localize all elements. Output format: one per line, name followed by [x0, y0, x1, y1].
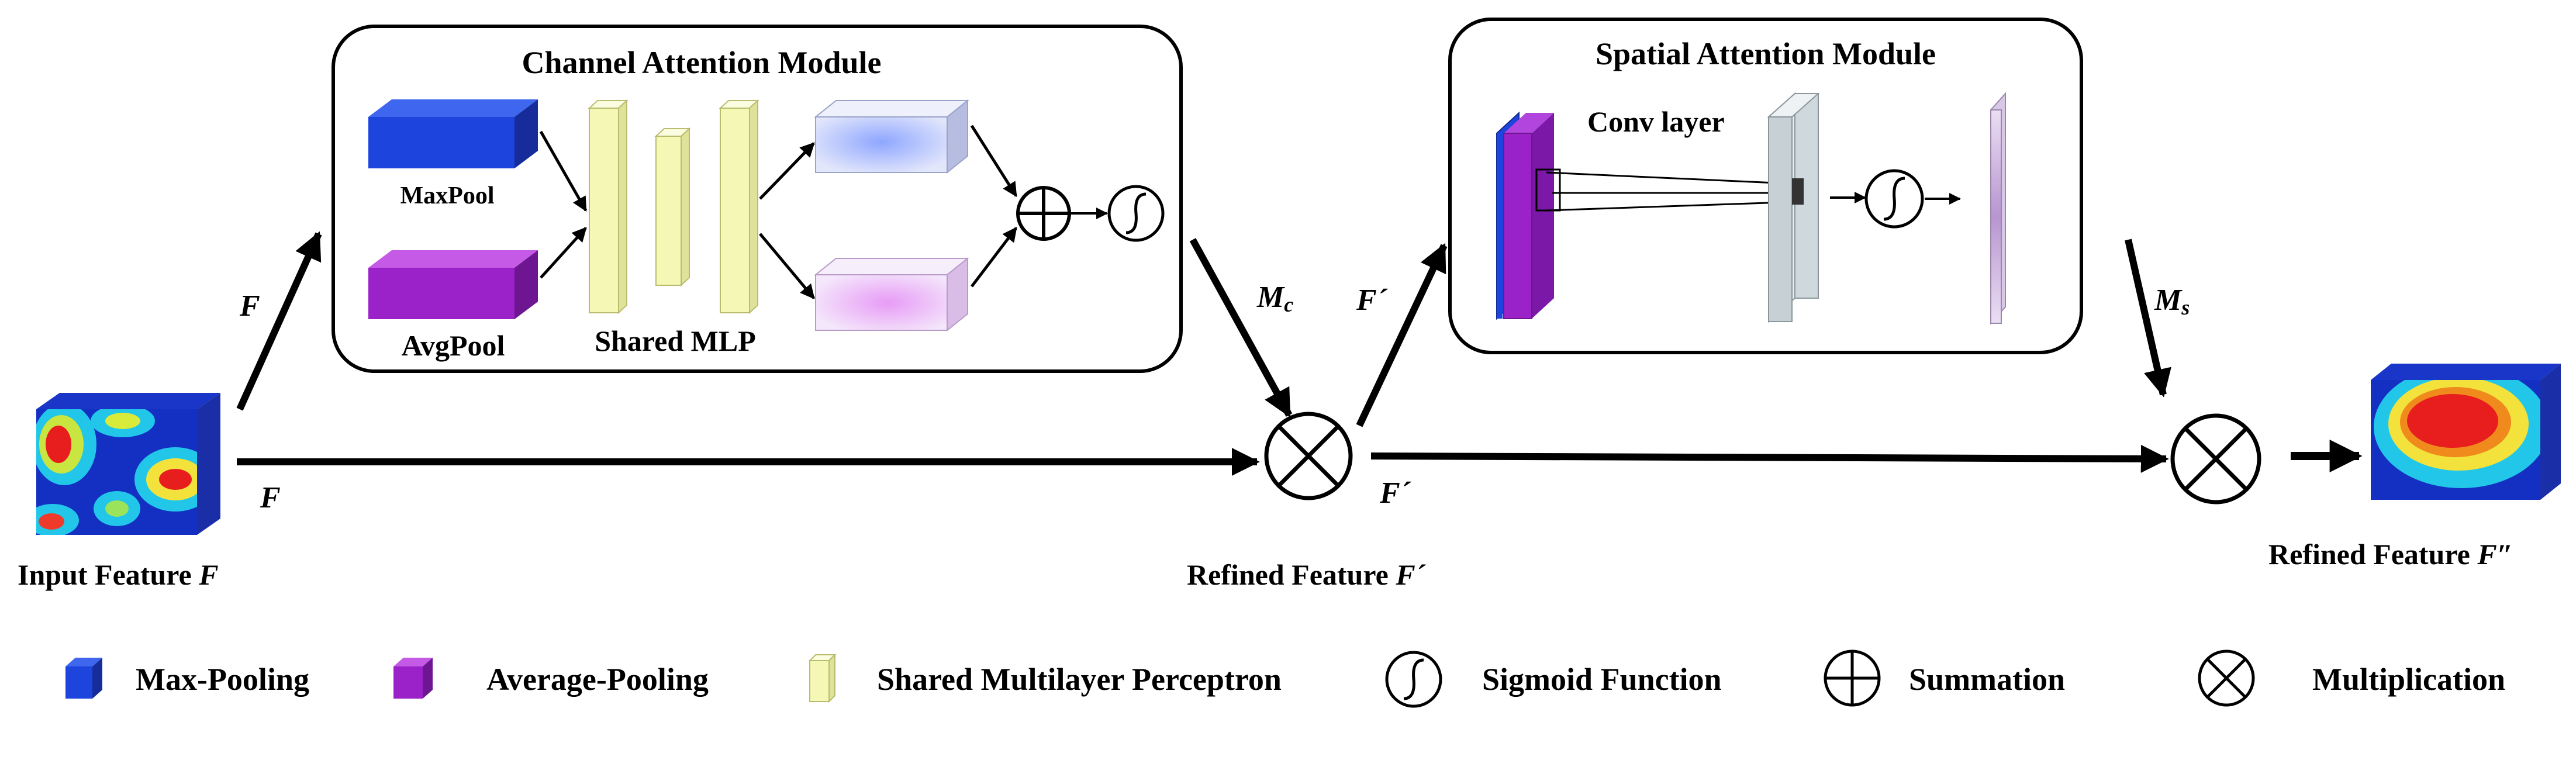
arrow-f-main-label: F: [260, 481, 281, 514]
mlp-layer-1: [588, 99, 629, 315]
maxpool-cube: [368, 99, 538, 168]
arrow-avgpool-to-mlp: [540, 227, 587, 279]
arrow-fp-main-label: F´: [1379, 476, 1411, 510]
channel-attention-module-box: [332, 25, 1183, 373]
legend-average-pooling-label: Average-Pooling: [486, 662, 709, 697]
arrow-ms: [2125, 239, 2171, 398]
maxpool-label: MaxPool: [400, 182, 495, 209]
output-feature-map: [2371, 364, 2561, 500]
arrow-mc: [1189, 238, 1293, 418]
mlp-layer-2: [654, 127, 691, 287]
arrow-to-spatial-module: [1356, 243, 1448, 427]
legend-sigmoid-icon: [1385, 651, 1442, 708]
legend-multiplication-label: Multiplication: [2312, 662, 2505, 697]
avgpool-cube: [368, 250, 538, 319]
refined-feature-1-label: Refined Feature F´: [1187, 558, 1427, 591]
legend-average-pooling-icon: [393, 658, 433, 699]
summation-node: [1016, 186, 1071, 241]
legend: Max-Pooling Average-Pooling Shared Multi…: [65, 649, 2505, 708]
legend-multiplication-icon: [2198, 649, 2255, 707]
arrow-mlp-to-max-out: [759, 142, 815, 200]
avgpool-label: AvgPool: [402, 329, 505, 362]
legend-mlp-label: Shared Multilayer Perceptron: [877, 662, 1282, 697]
input-feature-map: [36, 393, 220, 535]
legend-max-pooling-icon: [65, 658, 102, 699]
conv-projection-lines: [1546, 171, 1802, 212]
arrow-fp-up-label: F´: [1356, 284, 1388, 317]
input-feature-label: Input Feature F: [18, 558, 219, 591]
max-branch-output-cube: [814, 99, 969, 174]
arrow-max-out-to-sum: [970, 125, 1018, 198]
arrow-maxpool-to-mlp: [539, 130, 588, 212]
legend-mlp-icon: [808, 653, 837, 703]
multiply-node-2: [2170, 413, 2261, 505]
arrow-avg-out-to-sum: [971, 227, 1017, 288]
spatial-attention-module-box: [1448, 18, 2083, 354]
legend-summation-icon: [1824, 649, 1881, 707]
legend-summation-label: Summation: [1909, 662, 2065, 697]
legend-sigmoid-label: Sigmoid Function: [1482, 662, 1722, 697]
arrow-refined-to-multiply: [1370, 444, 2169, 473]
multiply-node-1: [1264, 412, 1353, 500]
arrow-f-up-label: F: [239, 289, 260, 323]
spatial-attention-title: Spatial Attention Module: [1596, 36, 1936, 71]
conv-layer-label: Conv layer: [1587, 105, 1725, 138]
channel-sigmoid-node: [1107, 185, 1165, 242]
legend-max-pooling-label: Max-Pooling: [136, 662, 309, 697]
mlp-layer-3: [719, 99, 759, 315]
refined-feature-2-label: Refined Feature F″: [2268, 538, 2513, 571]
arrow-ms-label: Ms: [2154, 284, 2190, 319]
channel-attention-title: Channel Attention Module: [522, 45, 881, 80]
spatial-attention-map: [1990, 92, 2006, 325]
shared-mlp-label: Shared MLP: [595, 324, 756, 357]
arrow-mc-label: Mc: [1256, 281, 1293, 316]
arrow-to-channel-module: [236, 231, 322, 411]
arrow-mlp-to-avg-out: [759, 233, 815, 299]
conv-feature-map: [1767, 92, 1820, 323]
avg-branch-output-cube: [814, 257, 969, 332]
spatial-sigmoid-node: [1864, 169, 1924, 229]
spatial-pooled-maps: [1496, 111, 1561, 320]
